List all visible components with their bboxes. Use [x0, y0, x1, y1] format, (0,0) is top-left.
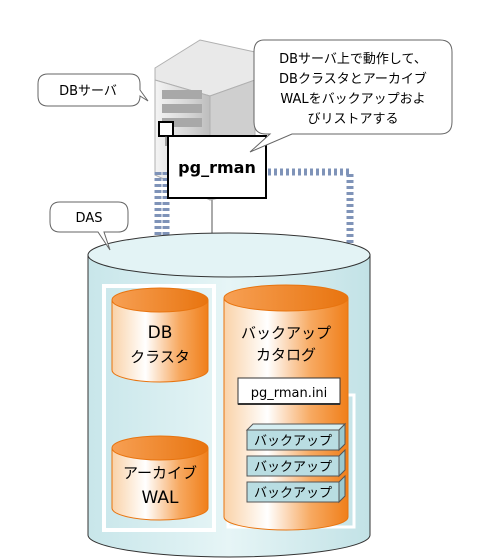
- description-line-2: DBクラスタとアーカイブ: [279, 71, 427, 87]
- backup-label-3: バックアップ: [254, 486, 332, 501]
- db-cluster-cylinder: DB クラスタ: [111, 287, 209, 383]
- cluster-wal-frame: [102, 284, 216, 532]
- archive-wal-cylinder: アーカイブ WAL: [111, 435, 209, 521]
- catalog-label-line1: バックアップ: [241, 324, 331, 342]
- description-line-1: DBサーバ上で動作して、: [279, 52, 427, 67]
- backup-label-2: バックアップ: [254, 460, 332, 475]
- description-line-4: びリストアする: [307, 112, 398, 127]
- description-line-3: WALをバックアップおよ: [280, 92, 425, 107]
- db-server-callout: DBサーバ: [37, 73, 149, 107]
- pg-rman-box: pg_rman: [167, 135, 267, 199]
- archive-wal-label-line1: アーカイブ: [123, 464, 197, 482]
- backup-item: バックアップ: [245, 422, 347, 452]
- das-label: DAS: [76, 211, 103, 226]
- pg-rman-label: pg_rman: [178, 158, 256, 177]
- description-callout: DBサーバ上で動作して、 DBクラスタとアーカイブ WALをバックアップおよ び…: [249, 39, 453, 153]
- config-file-label: pg_rman.ini: [251, 386, 328, 401]
- das-callout: DAS: [49, 201, 129, 251]
- catalog-label-line2: カタログ: [256, 346, 316, 364]
- db-cluster-label-line1: DB: [148, 323, 173, 343]
- backup-item: バックアップ: [246, 448, 346, 478]
- db-server-label: DBサーバ: [59, 84, 117, 99]
- backup-label-1: バックアップ: [254, 434, 332, 449]
- archive-wal-label-line2: WAL: [142, 488, 180, 508]
- backup-item: バックアップ: [246, 474, 346, 504]
- config-file-box: pg_rman.ini: [237, 377, 341, 405]
- db-cluster-label-line2: クラスタ: [130, 348, 190, 366]
- backup-stack: バックアップ バックアップ バックアップ: [245, 422, 347, 504]
